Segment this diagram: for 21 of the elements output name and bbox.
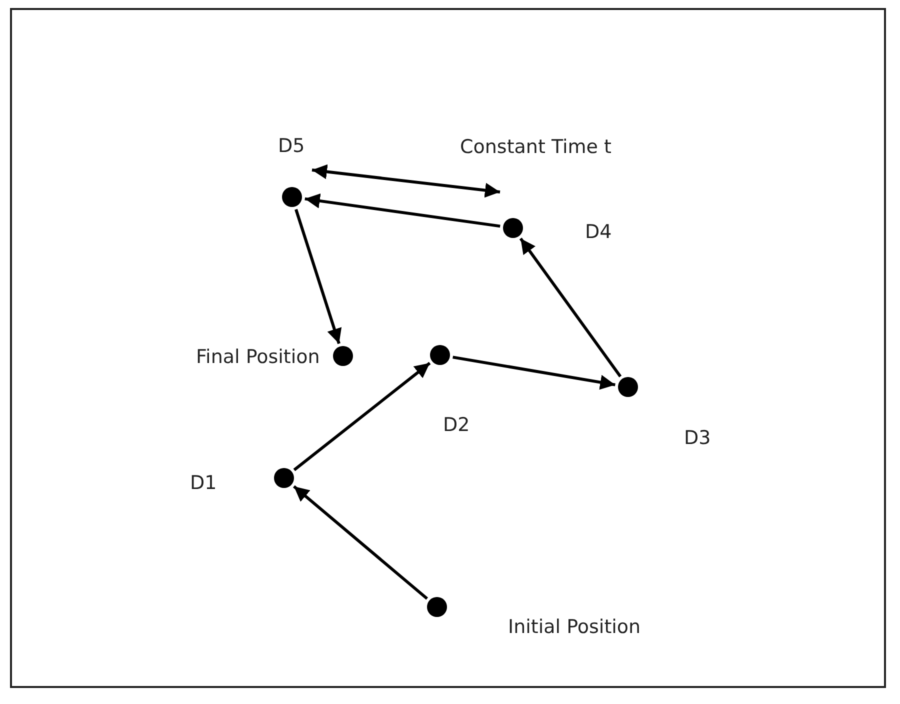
position-label: D1 [190,472,217,494]
position-label: D5 [278,135,305,157]
position-dot [333,346,353,366]
position-label: D3 [684,427,711,449]
position-dot [282,187,302,207]
position-label: D4 [585,221,612,243]
position-dot [503,218,523,238]
position-label: Initial Position [508,616,641,638]
time-label: Constant Time t [460,136,612,158]
arrow [519,238,622,378]
position-label: Final Position [196,346,320,368]
position-dot [430,345,450,365]
arrow [293,362,431,472]
position-label: D2 [443,414,470,436]
arrow [452,356,616,390]
arrow [294,208,342,344]
arrow [292,485,428,600]
position-dot [618,377,638,397]
arrow [304,193,500,228]
position-dot [427,597,447,617]
position-dot [274,468,294,488]
